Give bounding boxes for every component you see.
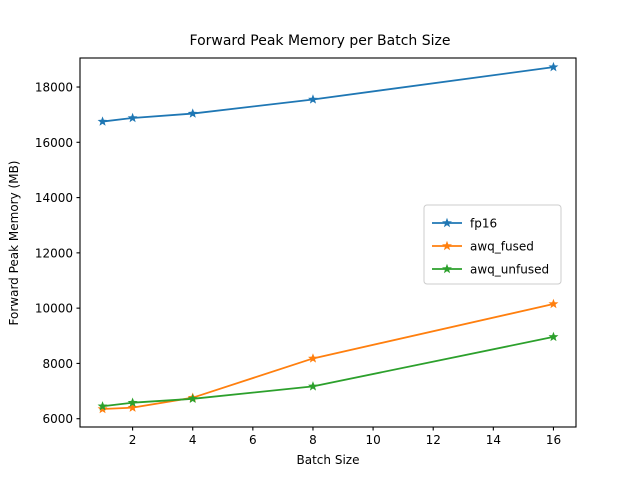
legend-marker-fp16: [442, 217, 452, 228]
axes-spines: [79, 57, 577, 428]
y-axis-label: Forward Peak Memory (MB): [7, 161, 21, 326]
data-point-awq_fused-8: [308, 353, 318, 363]
data-series-group: [97, 61, 559, 414]
data-point-awq_unfused-16: [548, 331, 559, 342]
series-fp16: [97, 61, 559, 126]
data-point-awq_unfused-1: [97, 401, 108, 411]
y-tick-label-8000: 8000: [42, 357, 73, 371]
x-tick-label-16: 16: [546, 433, 561, 447]
legend-label-awq_fused: awq_fused: [470, 240, 534, 254]
x-tick-label-8: 8: [309, 433, 317, 447]
legend-box: [423, 204, 562, 285]
legend-marker-awq_fused: [442, 240, 452, 251]
y-tick-label-12000: 12000: [35, 246, 73, 260]
y-tick-label-18000: 18000: [35, 81, 73, 95]
x-tick-label-6: 6: [249, 433, 257, 447]
legend-entry-awq_fused[interactable]: awq_fused: [432, 240, 534, 254]
data-point-awq_unfused-4: [187, 393, 198, 404]
data-point-fp16-8: [308, 94, 318, 104]
data-point-fp16-16: [548, 61, 559, 72]
y-tick-label-10000: 10000: [35, 302, 73, 316]
legend-label-fp16: fp16: [470, 217, 497, 231]
data-point-awq_fused-1: [97, 403, 108, 414]
data-point-fp16-1: [97, 116, 108, 126]
y-tick-label-6000: 6000: [42, 412, 73, 426]
x-tick-label-10: 10: [365, 433, 380, 447]
data-point-fp16-4: [187, 108, 198, 118]
data-point-awq_fused-16: [548, 298, 559, 309]
x-axis-label: Batch Size: [297, 453, 360, 467]
chart-title: Forward Peak Memory per Batch Size: [190, 33, 451, 49]
legend-marker-awq_unfused: [442, 263, 452, 274]
y-tick-label-16000: 16000: [35, 136, 73, 150]
series-awq_unfused: [97, 331, 559, 411]
legend-label-awq_unfused: awq_unfused: [470, 263, 549, 277]
y-tick-label-14000: 14000: [35, 191, 73, 205]
x-tick-label-12: 12: [426, 433, 441, 447]
data-point-fp16-2: [127, 112, 138, 123]
chart-legend[interactable]: fp16 awq_fused awq_unfused: [423, 204, 562, 285]
legend-entry-awq_unfused[interactable]: awq_unfused: [432, 263, 549, 277]
x-tick-label-4: 4: [189, 433, 197, 447]
data-point-awq_unfused-8: [308, 381, 318, 391]
data-point-awq_fused-2: [127, 402, 138, 412]
x-tick-label-14: 14: [486, 433, 501, 447]
data-point-awq_unfused-2: [127, 397, 138, 407]
legend-entry-fp16[interactable]: fp16: [432, 217, 497, 231]
x-axis-ticks: 2 4 6 8 10 12 14 16: [129, 427, 561, 447]
y-axis-ticks: 6000 8000 10000 12000 14000 16000 18000: [35, 81, 80, 426]
x-tick-label-2: 2: [129, 433, 137, 447]
